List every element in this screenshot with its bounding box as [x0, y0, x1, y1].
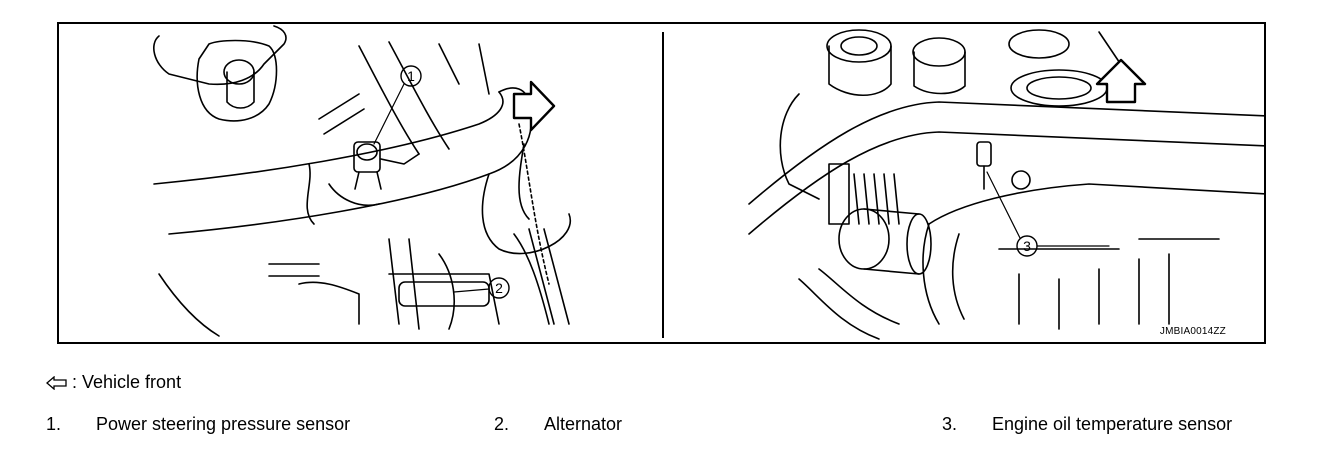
panel-divider	[662, 32, 664, 338]
item-label-1: Power steering pressure sensor	[96, 414, 351, 434]
item-number-2: 2.	[494, 414, 510, 434]
callout-1: 1	[407, 68, 415, 84]
callout-2: 2	[495, 280, 503, 296]
callout-3: 3	[1023, 238, 1031, 254]
item-label-2: Alternator	[544, 414, 623, 434]
item-label-3: Engine oil temperature sensor	[992, 414, 1233, 434]
vehicle-front-legend: : Vehicle front	[46, 372, 181, 393]
right-panel-drawing	[748, 29, 1264, 340]
image-code: JMBIA0014ZZ	[1159, 326, 1226, 337]
item-number-1: 1.	[46, 414, 62, 434]
left-panel-drawing	[153, 25, 572, 337]
item-number-3: 3.	[942, 414, 958, 434]
illustration-frame: 1 2 3 JMBIA0014ZZ	[57, 22, 1266, 344]
engine-illustration: 1 2 3	[153, 25, 1264, 340]
hollow-left-arrow-icon	[46, 375, 67, 390]
vehicle-front-label: : Vehicle front	[72, 372, 182, 392]
